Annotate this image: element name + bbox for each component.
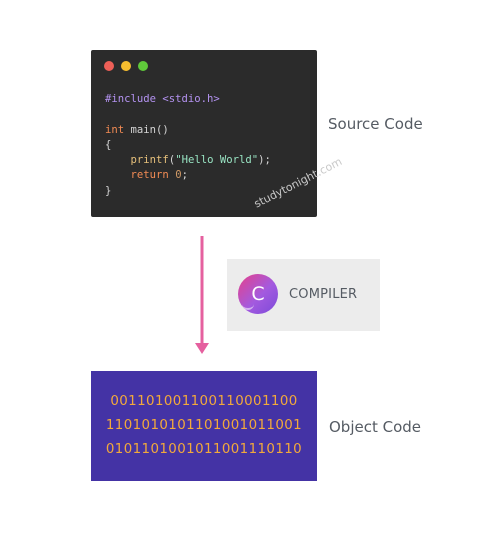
code-token: 0 bbox=[175, 169, 182, 182]
code-token: return bbox=[130, 169, 169, 182]
compiler-logo-letter: C bbox=[251, 283, 265, 305]
compiler-label: COMPILER bbox=[289, 287, 358, 302]
code-line: #include <stdio.h> bbox=[105, 93, 220, 105]
code-token: ); bbox=[258, 154, 271, 167]
code-token: int bbox=[105, 123, 125, 136]
code-token: #include <stdio.h> bbox=[105, 93, 220, 105]
code-token: main() bbox=[124, 123, 169, 136]
code-token: "Hello World" bbox=[175, 154, 259, 167]
window-controls bbox=[104, 61, 148, 71]
code-line: printf("Hello World"); bbox=[105, 154, 271, 166]
source-code-label: Source Code bbox=[328, 115, 423, 133]
code-token: ; bbox=[181, 169, 188, 182]
code-line: } bbox=[105, 185, 111, 197]
code-token: printf bbox=[130, 154, 169, 167]
code-line: { bbox=[105, 139, 111, 151]
down-arrow-icon bbox=[195, 236, 209, 354]
object-code-box: 001101001100110001100 110101010110100101… bbox=[91, 371, 317, 481]
close-dot-icon bbox=[104, 61, 114, 71]
binary-line-3: 0101101001011001110110 bbox=[105, 442, 303, 457]
binary-line-1: 001101001100110001100 bbox=[110, 394, 298, 409]
code-token bbox=[105, 154, 131, 166]
code-token bbox=[105, 169, 131, 181]
minimize-dot-icon bbox=[121, 61, 131, 71]
code-token: ( bbox=[168, 154, 176, 167]
logo-swirl bbox=[242, 300, 254, 310]
compiler-box: C COMPILER bbox=[227, 259, 380, 331]
object-code-label: Object Code bbox=[329, 418, 422, 436]
code-line: int main() bbox=[105, 124, 169, 136]
binary-line-2: 1101010101101001011001 bbox=[105, 418, 303, 433]
compiler-logo-icon: C bbox=[238, 274, 278, 314]
code-block: #include <stdio.h> int main() { printf("… bbox=[105, 92, 271, 199]
code-token: } bbox=[105, 184, 112, 197]
maximize-dot-icon bbox=[138, 61, 148, 71]
code-token: { bbox=[105, 138, 112, 151]
code-line: return 0; bbox=[105, 169, 188, 181]
source-code-window: #include <stdio.h> int main() { printf("… bbox=[91, 50, 317, 217]
arrow-head bbox=[195, 343, 209, 354]
